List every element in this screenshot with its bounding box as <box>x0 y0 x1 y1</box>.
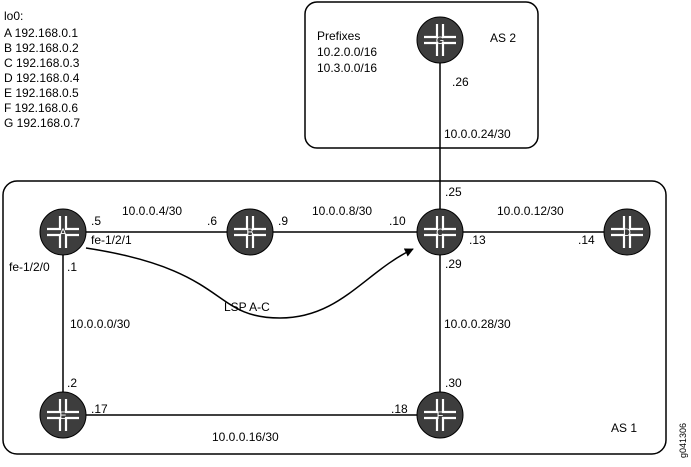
interface-address-label: .9 <box>278 214 288 228</box>
interface-address-label: .5 <box>91 214 101 228</box>
router-label: G <box>436 35 445 47</box>
interface-address-label: .13 <box>469 233 486 247</box>
interface-address-label: .26 <box>452 75 469 89</box>
router-label: A <box>59 227 67 239</box>
router-g[interactable]: G <box>416 16 464 64</box>
interface-address-label: .2 <box>67 376 77 390</box>
prefix-entry: 10.3.0.0/16 <box>317 61 377 75</box>
interface-name-label: fe-1/2/1 <box>91 233 132 247</box>
router-f[interactable]: F <box>416 391 464 439</box>
router-label: E <box>59 410 66 422</box>
loopback-entry: F 192.168.0.6 <box>4 101 78 115</box>
routers: A B C D E <box>39 16 651 439</box>
prefix-entry: 10.2.0.0/16 <box>317 45 377 59</box>
as2-label: AS 2 <box>490 31 516 45</box>
loopback-entry: G 192.168.0.7 <box>4 116 80 130</box>
router-c[interactable]: C <box>416 208 464 256</box>
router-icon <box>424 216 456 248</box>
router-icon <box>424 24 456 56</box>
loopback-list: lo0: A 192.168.0.1 B 192.168.0.2 C 192.1… <box>4 9 80 130</box>
loopback-entry: D 192.168.0.4 <box>4 71 80 85</box>
link-subnet-label: 10.0.0.12/30 <box>497 204 564 218</box>
loopback-title: lo0: <box>4 9 23 23</box>
loopback-entry: E 192.168.0.5 <box>4 86 79 100</box>
links <box>62 45 627 416</box>
router-icon <box>47 399 79 431</box>
router-d[interactable]: D <box>603 208 651 256</box>
router-icon <box>234 216 266 248</box>
link-subnet-label: 10.0.0.28/30 <box>444 317 511 331</box>
interface-address-label: .6 <box>207 214 217 228</box>
link-subnet-label: 10.0.0.16/30 <box>212 430 279 444</box>
lsp-label: LSP A-C <box>224 300 270 314</box>
interface-address-label: .30 <box>445 376 462 390</box>
link-subnet-label: 10.0.0.8/30 <box>312 204 372 218</box>
router-label: B <box>246 227 253 239</box>
link-subnet-label: 10.0.0.4/30 <box>122 204 182 218</box>
loopback-entry: B 192.168.0.2 <box>4 41 79 55</box>
interface-address-label: .18 <box>391 402 408 416</box>
lsp-a-c-path <box>85 247 414 319</box>
interface-address-label: .25 <box>445 185 462 199</box>
router-label: C <box>436 227 444 239</box>
router-a[interactable]: A <box>39 208 87 256</box>
router-label: F <box>437 410 444 422</box>
router-b[interactable]: B <box>226 208 274 256</box>
as2-box <box>304 1 539 149</box>
interface-name-label: fe-1/2/0 <box>9 260 50 274</box>
router-icon <box>424 399 456 431</box>
interface-address-label: .17 <box>91 402 108 416</box>
loopback-entry: C 192.168.0.3 <box>4 56 80 70</box>
interface-address-label: .10 <box>389 214 406 228</box>
link-subnet-label: 10.0.0.0/30 <box>70 317 130 331</box>
figure-id: g041306 <box>678 423 688 458</box>
interface-address-label: .29 <box>445 257 462 271</box>
prefixes-title: Prefixes <box>317 29 360 43</box>
as1-label: AS 1 <box>611 421 637 435</box>
interface-address-label: .14 <box>578 233 595 247</box>
as1-box <box>2 180 667 455</box>
link-subnet-label: 10.0.0.24/30 <box>444 127 511 141</box>
router-e[interactable]: E <box>39 391 87 439</box>
interface-address-label: .1 <box>67 260 77 274</box>
router-icon <box>611 216 643 248</box>
router-label: D <box>623 227 631 239</box>
loopback-entry: A 192.168.0.1 <box>4 26 78 40</box>
router-icon <box>47 216 79 248</box>
